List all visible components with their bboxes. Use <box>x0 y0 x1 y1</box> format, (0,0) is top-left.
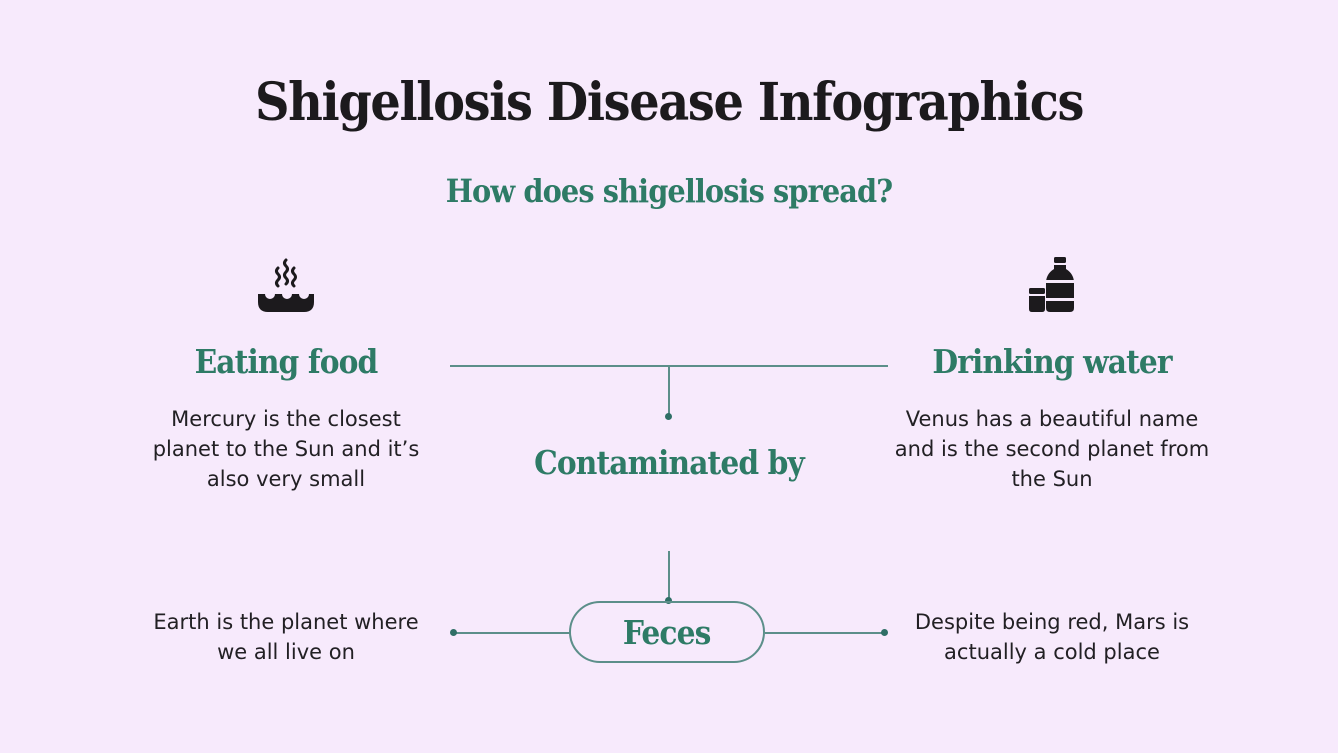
top-vertical-connector <box>668 366 670 416</box>
hot-food-bowl-icon <box>258 256 314 314</box>
earth-description: Earth is the planet where we all live on <box>153 610 419 664</box>
connector-dot <box>665 413 672 420</box>
bottom-left-connector <box>453 632 570 634</box>
eating-food-heading: Eating food <box>194 342 379 381</box>
page-title: Shigellosis Disease Infographics <box>254 72 1084 133</box>
page-subtitle: How does shigellosis spread? <box>445 172 893 210</box>
connector-dot <box>665 597 672 604</box>
bottle-and-glass-icon <box>1028 256 1076 312</box>
feces-pill: Feces <box>569 601 765 663</box>
connector-dot <box>881 629 888 636</box>
drinking-water-description: Venus has a beautiful name and is the se… <box>894 407 1210 491</box>
mars-description: Despite being red, Mars is actually a co… <box>914 610 1190 664</box>
drinking-water-heading: Drinking water <box>932 342 1172 381</box>
contaminated-by-heading: Contaminated by <box>534 443 805 482</box>
bottom-right-connector <box>765 632 885 634</box>
feces-label: Feces <box>623 612 711 652</box>
pill-vertical-connector <box>668 551 670 601</box>
eating-food-description: Mercury is the closest planet to the Sun… <box>152 407 420 491</box>
connector-dot <box>450 629 457 636</box>
